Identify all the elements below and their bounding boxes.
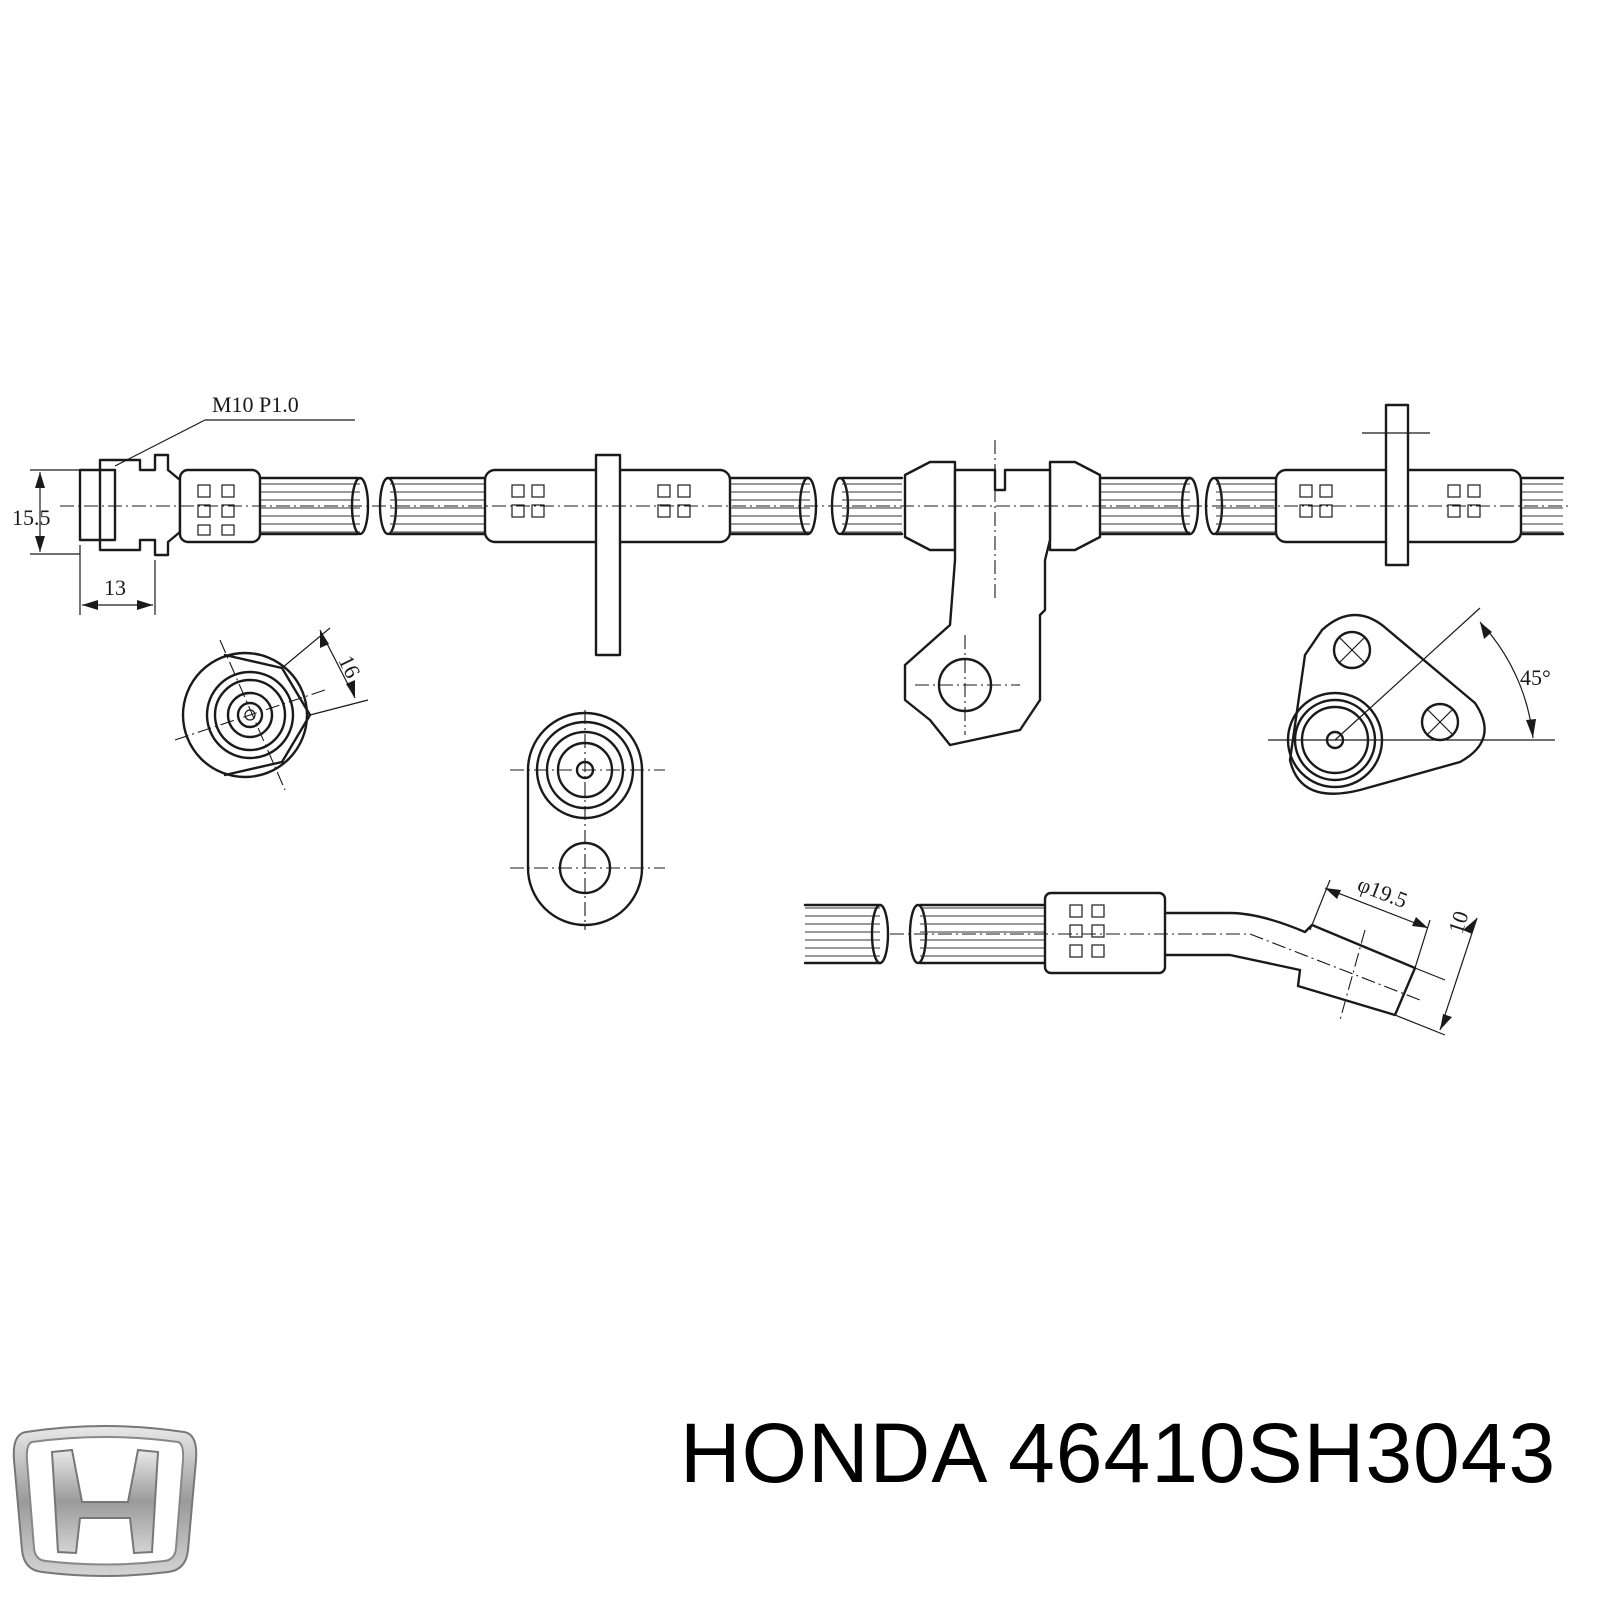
part-number: 46410SH3043 [1008,1406,1557,1500]
angle-label: 45° [1520,665,1551,690]
hex-label: 16 [334,651,366,682]
length-dimension: 13 [79,545,156,615]
end-view-triangle: 45° [1268,607,1555,795]
brand-name: HONDA [680,1406,984,1500]
banjo-detail: φ19.5 10 [803,871,1478,1036]
end-view-bracket [510,710,665,930]
part-caption: HONDA 46410SH3043 [680,1405,1556,1502]
height-label: 15.5 [12,505,51,530]
thread-callout: M10 P1.0 [114,392,355,467]
banjo-diameter-label: φ19.5 [1354,871,1411,913]
length-label: 13 [104,575,126,600]
honda-logo-icon [12,1425,198,1577]
thread-label: M10 P1.0 [212,392,299,417]
height-dimension: 15.5 [12,469,80,555]
main-hose [60,403,1570,747]
end-view-hex: 16 [174,627,369,791]
